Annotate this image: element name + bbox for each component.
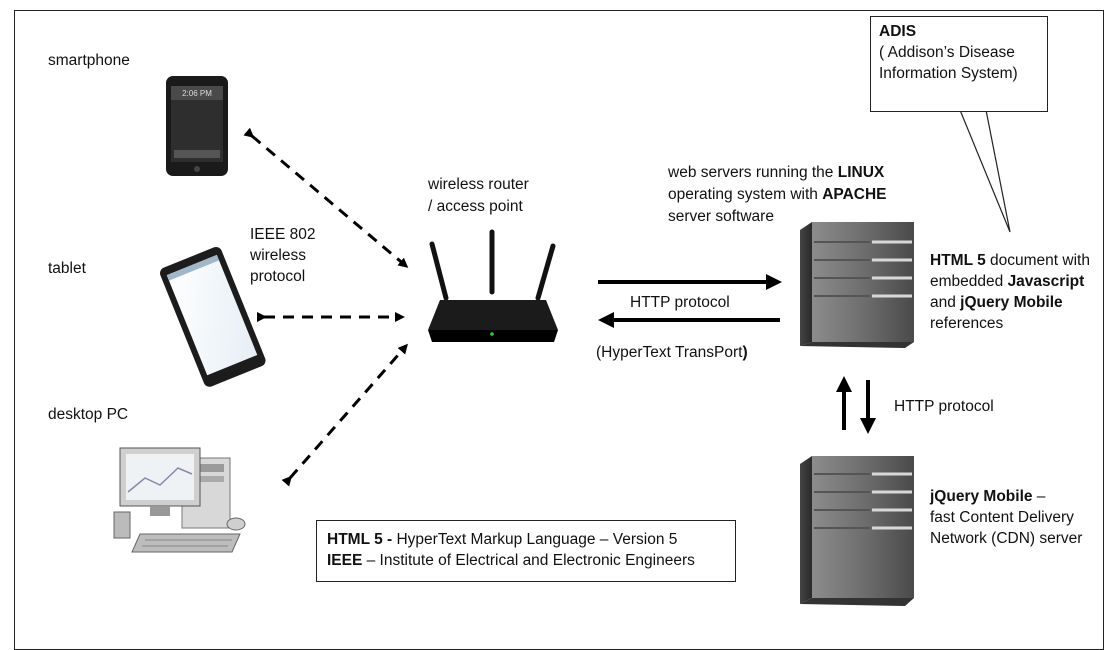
tablet-label: tablet (48, 260, 86, 277)
smartphone-label: smartphone (48, 52, 130, 69)
http-protocol-label: HTTP protocol (630, 294, 730, 311)
adis-line3: Information System) (879, 65, 1018, 82)
adis-callout-pointer (959, 109, 1011, 233)
html5-doc-line1: HTML 5 document with (930, 252, 1090, 269)
cdn-label-line3: Network (CDN) server (930, 530, 1083, 547)
http-protocol-vertical-label: HTTP protocol (894, 398, 994, 415)
wireless-links (243, 127, 409, 487)
webserver-label-line3: server software (668, 208, 774, 225)
html5-doc-line2: embedded Javascript (930, 273, 1085, 290)
adis-title: ADIS (879, 23, 917, 40)
cdn-server-icon (800, 456, 914, 606)
html5-doc-line4: references (930, 315, 1004, 332)
desktop-pc-icon (113, 447, 246, 553)
router-label-line2: / access point (428, 198, 523, 215)
router-icon (428, 229, 558, 342)
http-expansion-label: (HyperText TransPort) (596, 344, 748, 361)
router-label-line1: wireless router (428, 176, 529, 193)
tablet-icon (160, 246, 266, 387)
desktop-label: desktop PC (48, 406, 129, 423)
webserver-label-line1: web servers running the LINUX (668, 164, 885, 181)
ieee-label-line1: IEEE 802 (250, 226, 316, 243)
legend-line-html5: HTML 5 - HyperText Markup Language – Ver… (327, 531, 678, 548)
acronym-legend-box: HTML 5 - HyperText Markup Language – Ver… (316, 520, 736, 582)
html5-doc-line3: and jQuery Mobile (930, 294, 1063, 311)
adis-callout-box: ADIS ( Addison’s Disease Information Sys… (870, 16, 1048, 112)
webserver-label-line2: operating system with APACHE (668, 186, 887, 203)
ieee-label-line3: protocol (250, 268, 306, 285)
cdn-label-line2: fast Content Delivery (930, 509, 1074, 526)
cdn-label-line1: jQuery Mobile – (930, 488, 1046, 505)
legend-line-ieee: IEEE – Institute of Electrical and Elect… (327, 552, 695, 569)
wireless-link-desktop (281, 343, 408, 487)
adis-line2: ( Addison’s Disease (879, 44, 1015, 61)
ieee-label-line2: wireless (250, 247, 306, 264)
wireless-link-smartphone (243, 127, 409, 268)
smartphone-icon: 2:06 PM (166, 76, 228, 176)
diagram-canvas: 2:06 PM (113, 76, 1011, 606)
phone-clock: 2:06 PM (182, 89, 212, 98)
web-server-icon (800, 222, 914, 348)
